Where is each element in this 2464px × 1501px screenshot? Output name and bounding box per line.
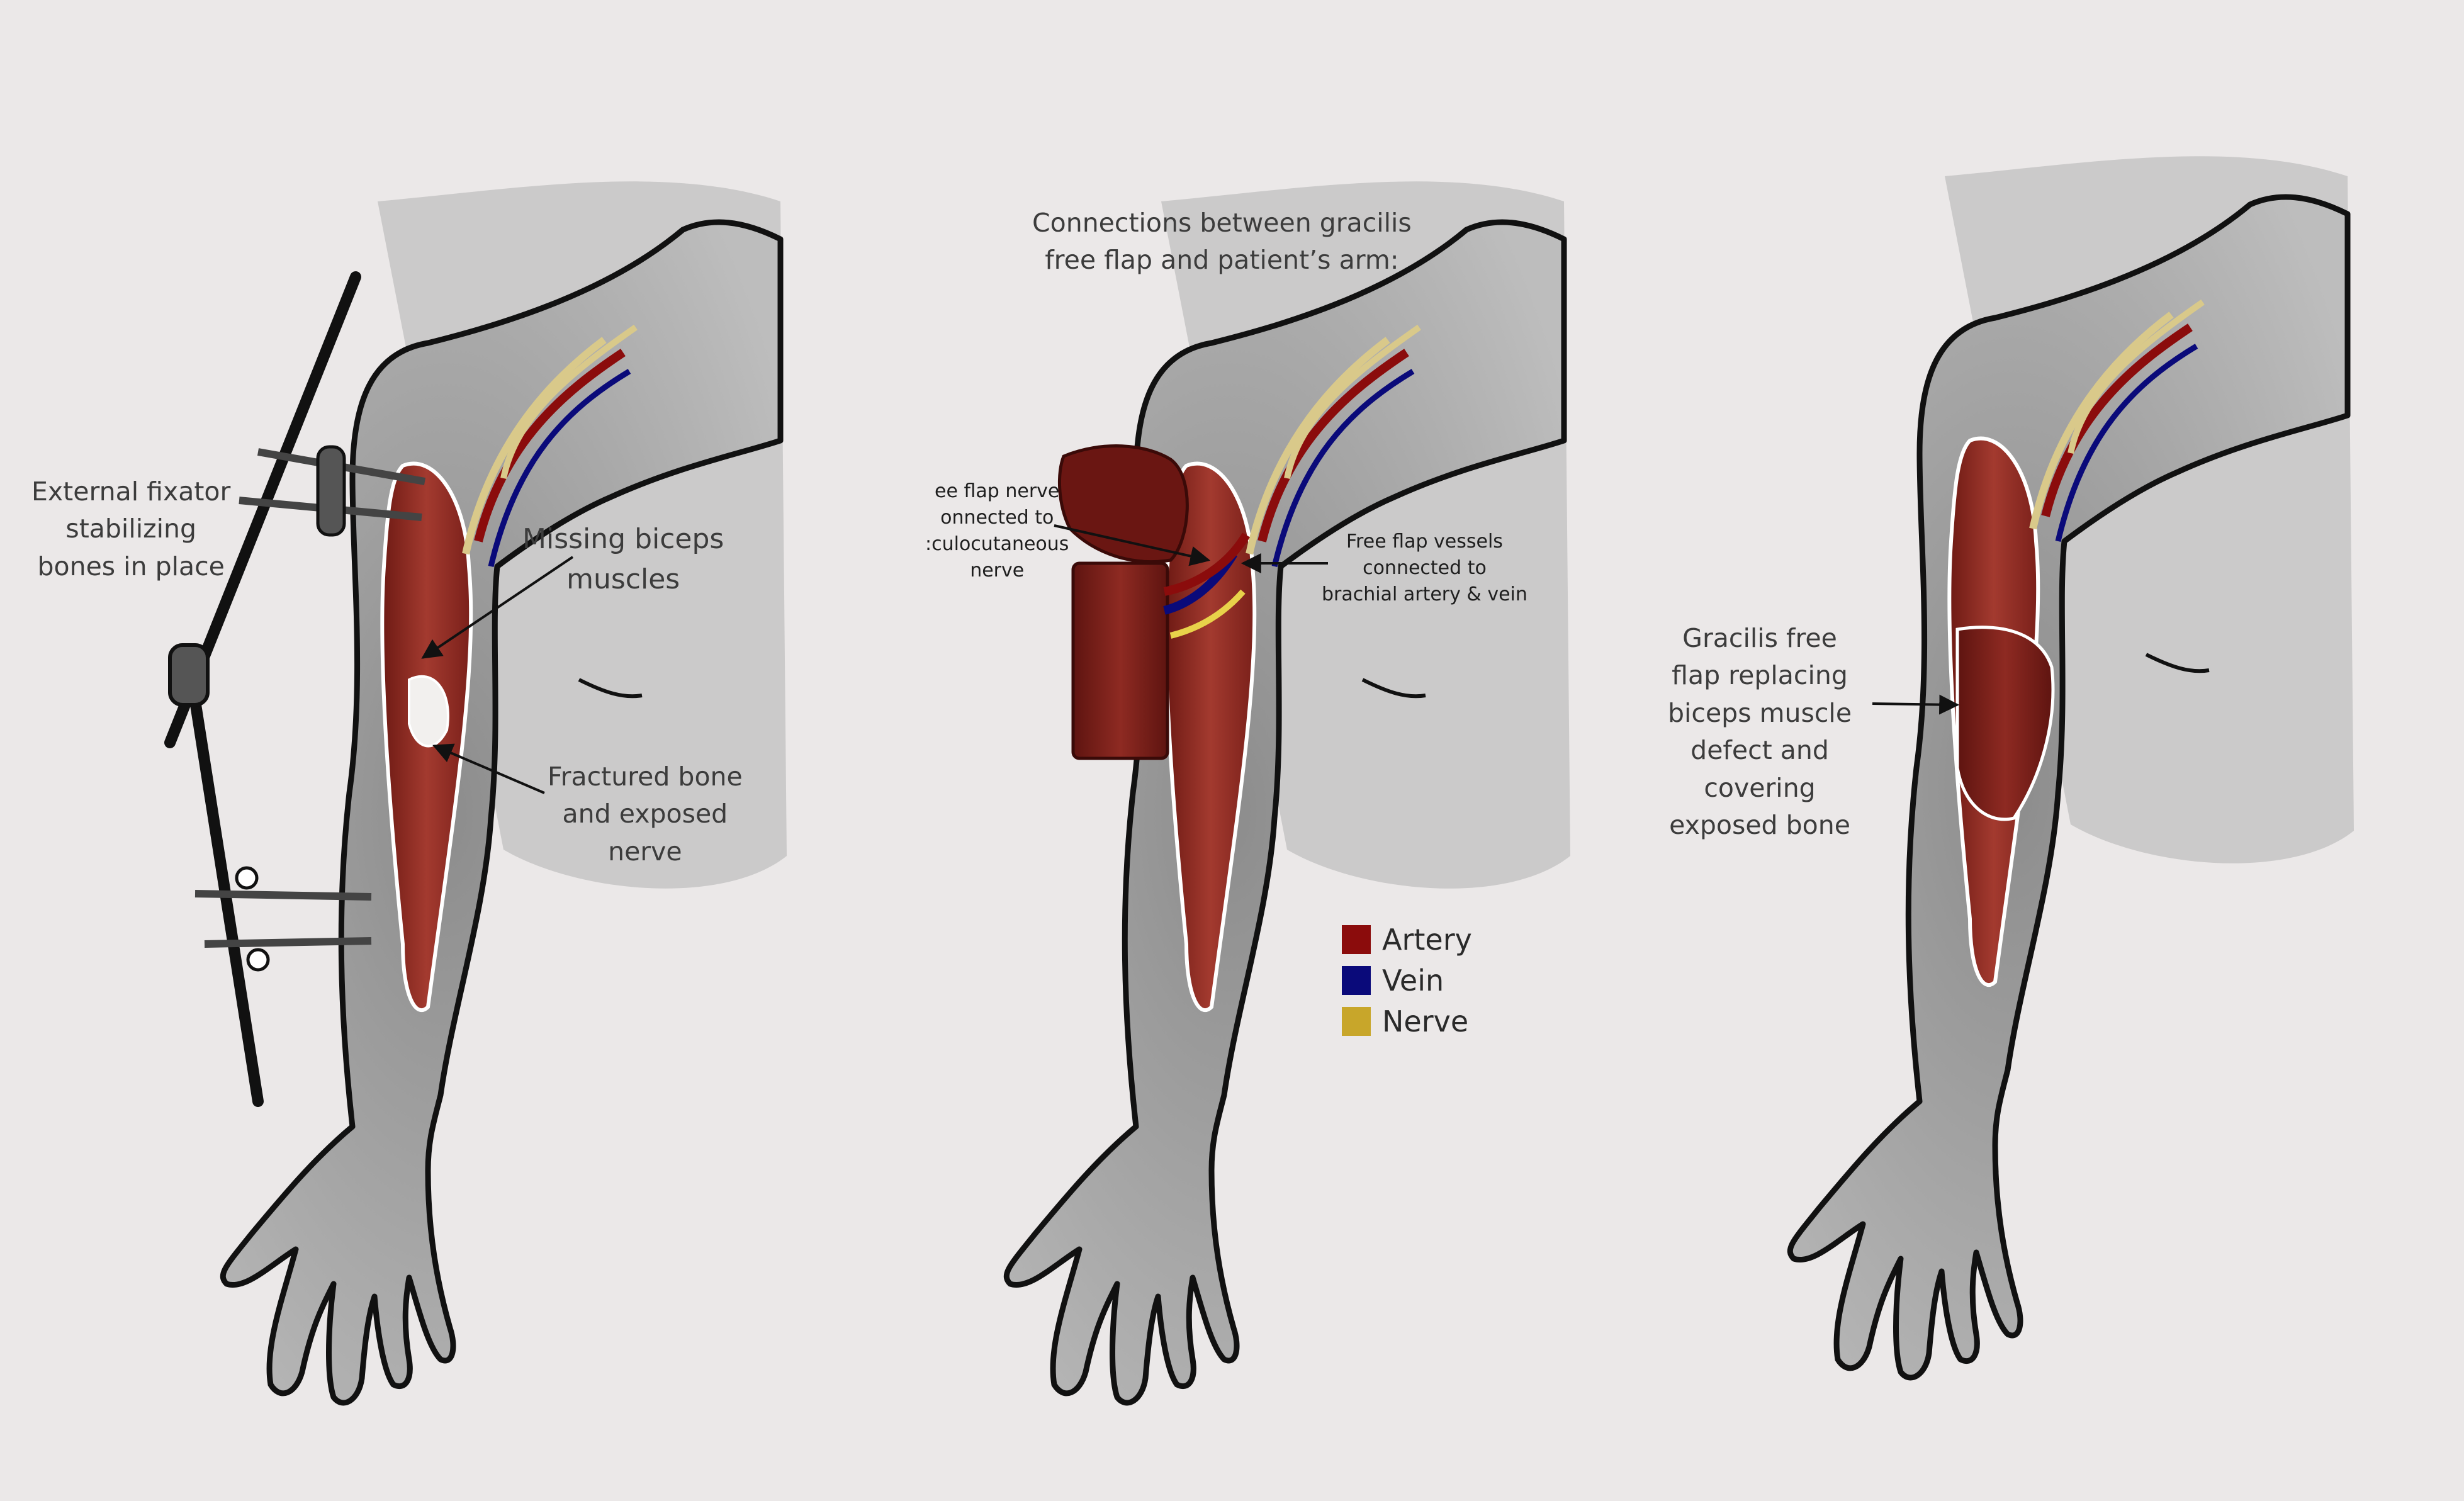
label-gracilis-flap: Gracilis free flap replacing biceps musc… xyxy=(1668,623,1852,841)
arm-panel-right xyxy=(1790,156,2354,1378)
legend-item-nerve: Nerve xyxy=(1342,1001,1472,1042)
label-flap-nerve: ee flap nerve onnected to :culocutaneous… xyxy=(925,480,1069,582)
label-fractured-bone: Fractured bone and exposed nerve xyxy=(548,762,743,867)
external-fixator xyxy=(164,271,426,1107)
vein-swatch xyxy=(1342,965,1371,995)
fractured-bone-arrow xyxy=(432,743,545,794)
missing-biceps-arrow xyxy=(421,556,574,659)
legend-item-artery: Artery xyxy=(1342,919,1472,960)
label-flap-vessels: Free flap vessels connected to brachial … xyxy=(1322,531,1527,605)
legend-item-vein: Vein xyxy=(1342,960,1472,1001)
nerve-swatch xyxy=(1342,1006,1371,1036)
middle-panel-title: Connections between gracilis free flap a… xyxy=(1032,208,1412,276)
arm-panel-middle xyxy=(1006,181,1570,1403)
label-external-fixator: External fixator stabilizing bones in pl… xyxy=(31,476,231,582)
label-missing-biceps: Missing biceps muscles xyxy=(522,523,724,595)
legend: Artery Vein Nerve xyxy=(1342,919,1472,1042)
arm-panel-left xyxy=(223,181,787,1403)
artery-swatch xyxy=(1342,925,1371,954)
